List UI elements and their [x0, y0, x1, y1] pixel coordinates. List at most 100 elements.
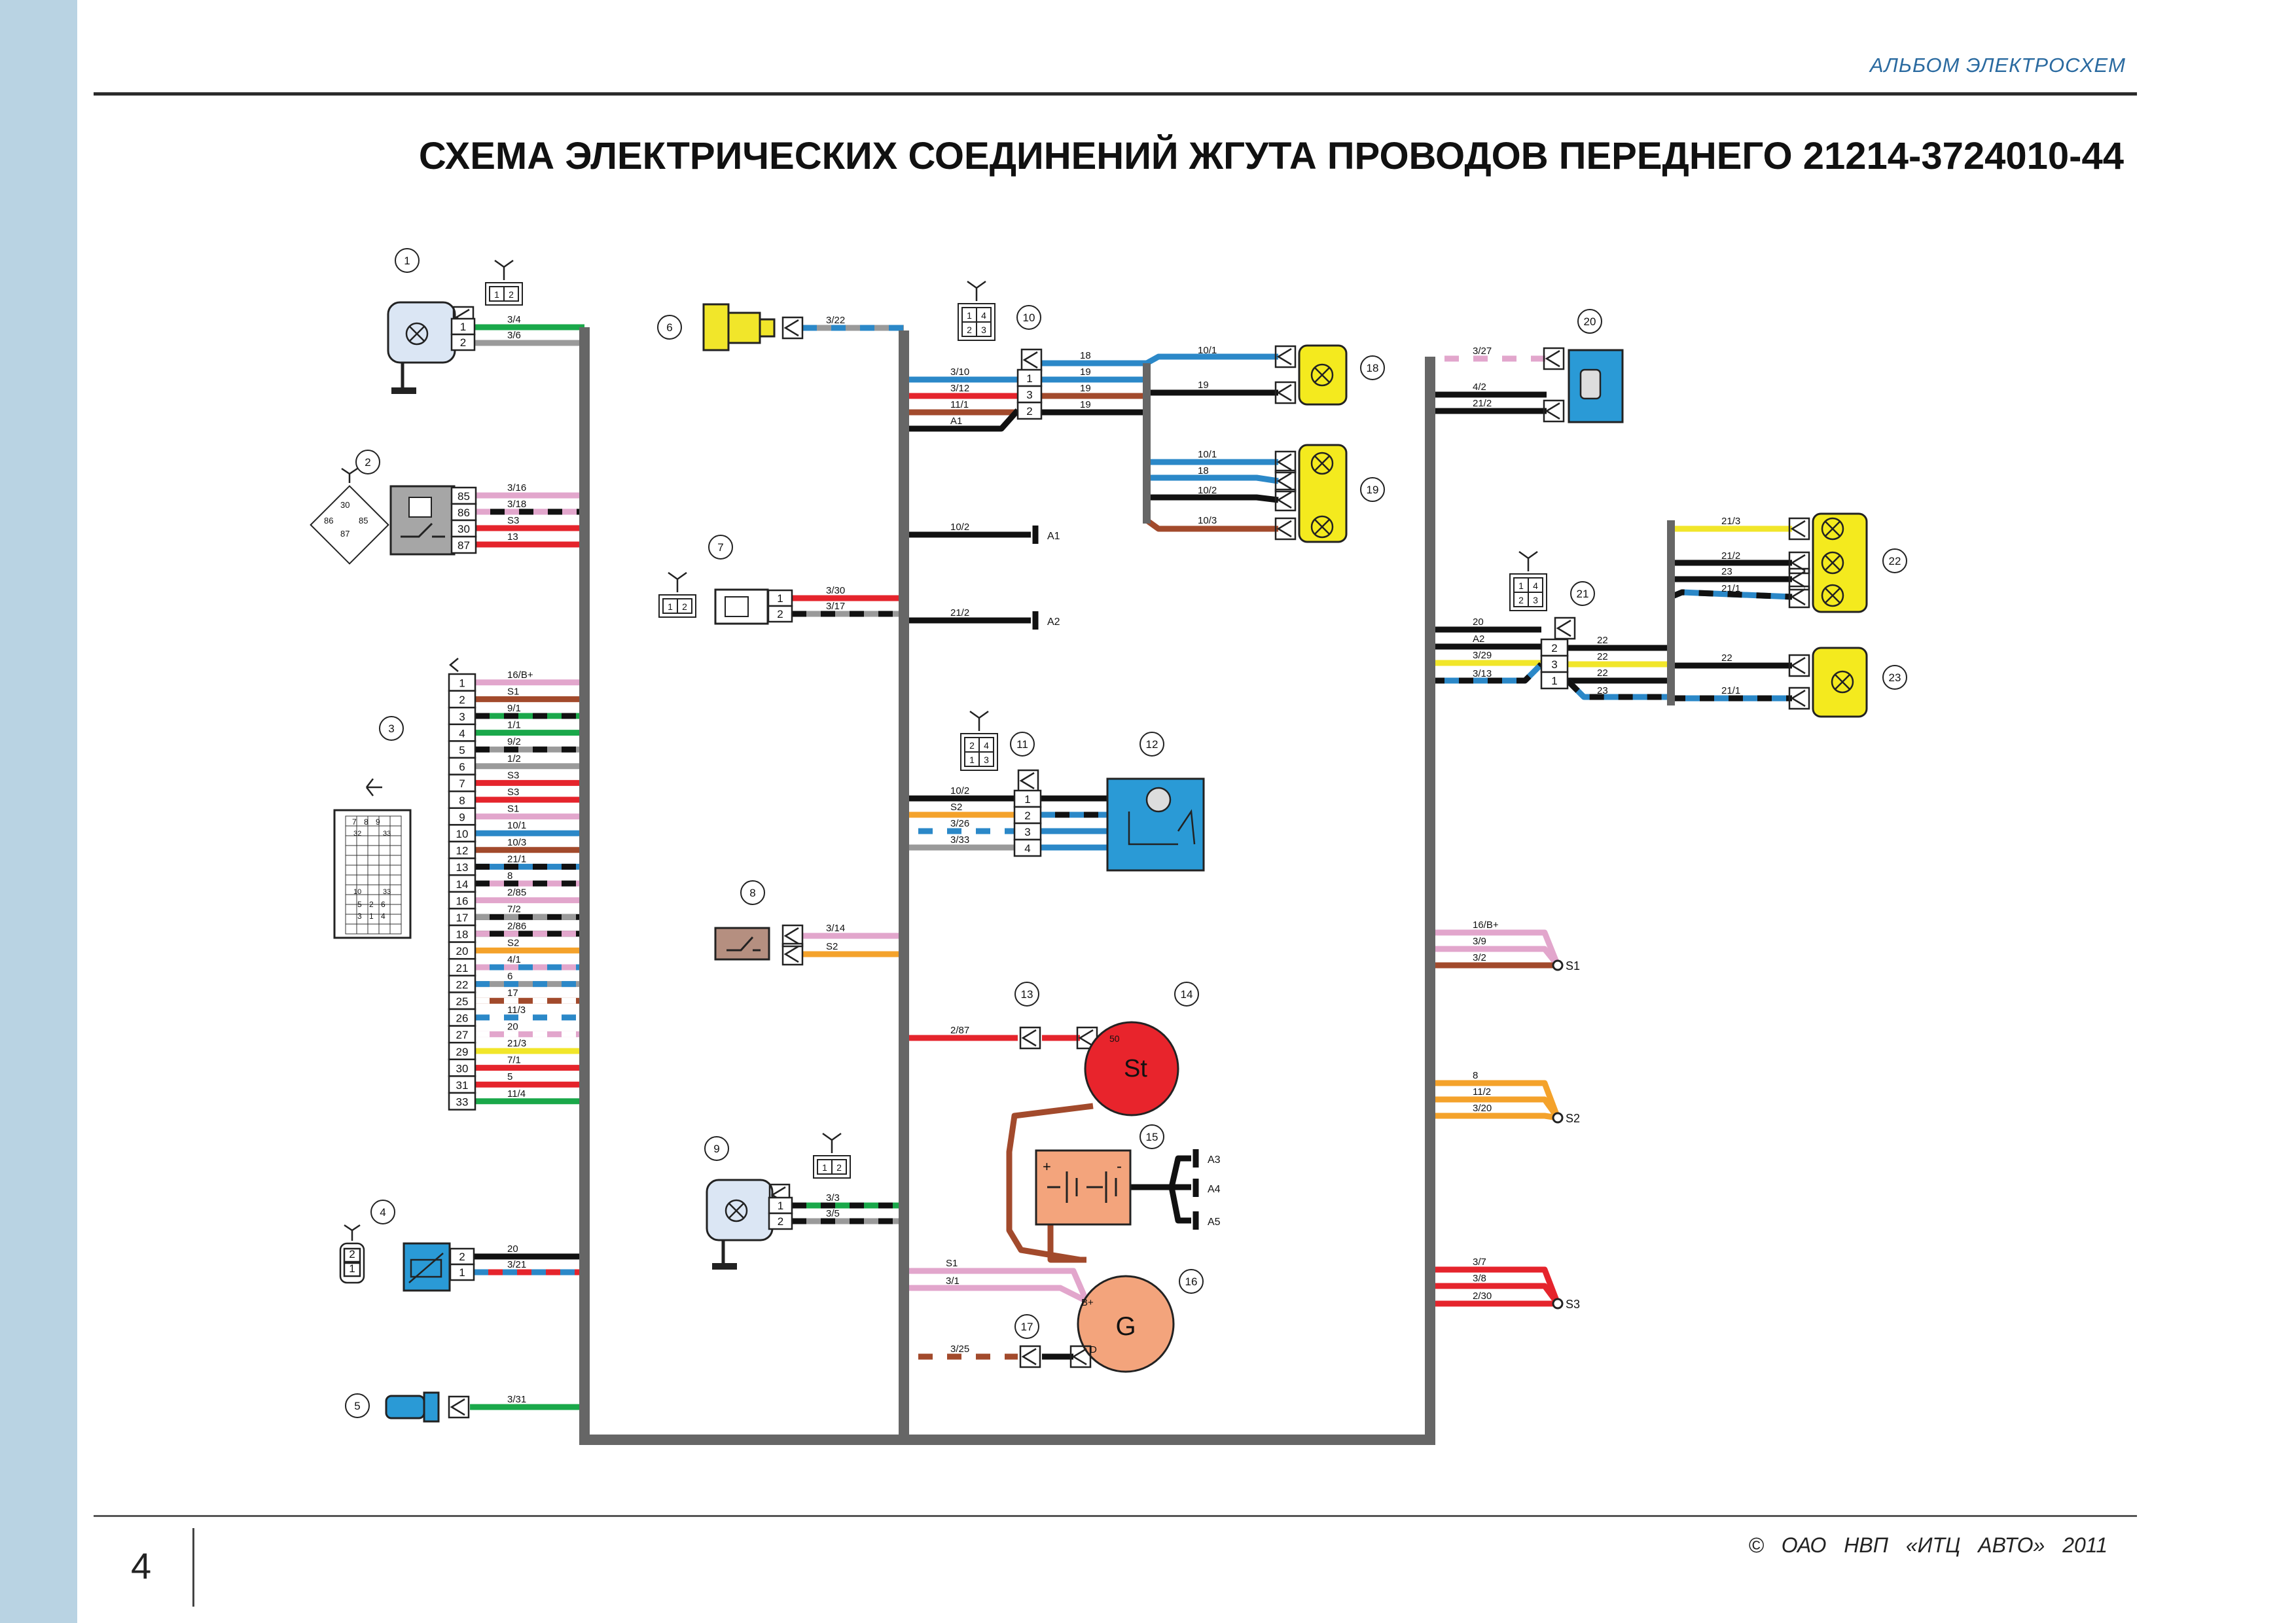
pin-10-2	[1016, 401, 1043, 420]
connector-icon-11-pin: 4	[984, 740, 989, 751]
connector-icon-9-cell	[831, 1159, 847, 1175]
lamp-22-bulb-a-icon	[1821, 517, 1844, 541]
footer-rule	[94, 1515, 2137, 1517]
wire-19-c-label: 10/2	[1198, 485, 1217, 496]
pin-11-1	[1013, 789, 1042, 808]
relay-icon-pin: 85	[359, 516, 368, 526]
connector-icon-4-pin-2-text: 2	[349, 1248, 355, 1260]
connector-icon-4-pin-1-text: 1	[349, 1262, 355, 1275]
connector-icon-7-pin: 2	[682, 601, 687, 612]
wire-10-l1-label: 3/10	[950, 366, 969, 378]
pin-7-2	[767, 605, 793, 623]
lamp-22-bulb-c-icon-x	[1825, 588, 1840, 603]
lamp-19-body	[1298, 444, 1348, 543]
wire-3-17-label: 7/2	[507, 904, 521, 915]
plug-19a	[1276, 453, 1292, 471]
sensor-6-neck	[727, 312, 761, 344]
wire-21-r3-label: 22	[1597, 668, 1608, 679]
ecu-icon-pin: 7	[352, 817, 357, 827]
component-number-14	[1174, 982, 1199, 1007]
plug-18b	[1276, 383, 1292, 402]
wire-3-29-label: 21/3	[507, 1038, 526, 1049]
connector-icon-1-pin: 2	[509, 289, 514, 300]
component-number-21-text: 21	[1577, 588, 1589, 600]
pin-3-21-text: 21	[456, 962, 469, 974]
pin-3-27	[448, 1025, 476, 1044]
plug-17-box	[1019, 1345, 1041, 1368]
lamp-19-bulb-b-icon-x	[1314, 519, 1330, 535]
wire-22-d-label: 21/1	[1721, 583, 1740, 594]
component-number-2-text: 2	[365, 456, 370, 469]
component-number-13-text: 13	[1021, 988, 1033, 1001]
component-number-22-text: 22	[1889, 555, 1901, 567]
splice-S2-w1-label: 11/2	[1473, 1086, 1491, 1097]
page-title: СХЕМА ЭЛЕКТРИЧЕСКИХ СОЕДИНЕНИЙ ЖГУТА ПРО…	[418, 135, 2124, 177]
pin-2-30-text: 30	[457, 523, 470, 535]
pin-3-18-text: 18	[456, 929, 469, 941]
splice-S3-w0	[1430, 1266, 1561, 1305]
lamp-19-bulb-a-icon	[1310, 452, 1334, 475]
wire-3-31-label: 5	[507, 1071, 512, 1082]
sensor-4-thermistor	[410, 1258, 442, 1278]
connector-icon-7-pin: 1	[668, 601, 673, 612]
connector-icon-21-pin: 1	[1518, 580, 1524, 591]
splice-S1-w0-label: 16/B+	[1473, 919, 1499, 931]
wire-10-l2-label: 3/12	[950, 383, 969, 394]
component-number-16-text: 16	[1185, 1275, 1198, 1288]
plug-13	[1021, 1029, 1037, 1047]
component-number-10	[1016, 305, 1041, 330]
splice-S3-w0-label: 3/7	[1473, 1257, 1486, 1268]
starter-14	[1084, 1021, 1179, 1116]
pin-3-16-text: 16	[456, 895, 469, 907]
sensor-7-inner	[725, 596, 749, 617]
ground-A3-label: A3	[1208, 1154, 1221, 1166]
component-number-9	[704, 1136, 729, 1161]
plug-22-2	[1790, 570, 1806, 588]
plug-23a-box	[1788, 654, 1810, 677]
wire-battery-b	[1047, 1224, 1086, 1263]
wire-19-a-label: 10/1	[1198, 449, 1217, 460]
ecu-icon-cell	[389, 884, 402, 895]
components-layer	[310, 248, 1907, 1423]
splice-S1-w1-label: 3/9	[1473, 936, 1486, 947]
ecu-icon-cell	[389, 855, 402, 866]
pin-4-1-text: 1	[459, 1266, 465, 1279]
component-number-7	[708, 535, 733, 560]
sensor-5-body	[385, 1395, 425, 1419]
wire-21-l4-label: 3/13	[1473, 668, 1492, 679]
ecu-icon-cell	[345, 874, 357, 885]
pin-9-2-text: 2	[778, 1215, 783, 1228]
pin-3-3-text: 3	[459, 711, 465, 723]
pin-3-7-text: 7	[459, 777, 465, 790]
pin-10-1	[1016, 368, 1043, 387]
wire-21-r4-label: 23	[1597, 685, 1608, 696]
pin-1-2-text: 2	[460, 336, 466, 349]
component-number-15	[1139, 1124, 1164, 1149]
ecu-icon-pin: 9	[376, 817, 380, 827]
sensor-1-lamp-icon	[405, 322, 429, 346]
pin-3-27-text: 27	[456, 1029, 469, 1041]
pin-4-1	[449, 1263, 475, 1281]
plug-16	[1071, 1347, 1087, 1366]
ecu-icon-cell	[345, 855, 357, 866]
plug-19d-box	[1274, 517, 1297, 541]
connector-icon-7-key-icon	[668, 571, 687, 592]
wire-7-a-label: 3/30	[826, 585, 845, 596]
wire-starter-gen	[1006, 1103, 1094, 1263]
wire-18-a-label: 10/1	[1198, 345, 1217, 356]
ecu-icon-cell	[378, 865, 391, 876]
connector-icon-1-pin: 1	[494, 289, 499, 300]
splice-S1-label: S1	[1566, 959, 1580, 972]
plug-6-box	[781, 316, 804, 340]
component-number-10-text: 10	[1023, 312, 1035, 324]
plug-20b	[1545, 402, 1560, 420]
splice-S3	[1552, 1298, 1564, 1310]
wire-16-a	[904, 1268, 1090, 1302]
pin-4-2	[449, 1247, 475, 1266]
generator-16-pin-d: D	[1090, 1344, 1097, 1355]
lamp-22-bulb-b-icon	[1821, 551, 1844, 575]
ground-A4-label: A4	[1208, 1184, 1221, 1195]
wire-21-l4-stripe	[1430, 662, 1544, 684]
component-number-4-text: 4	[380, 1206, 386, 1219]
wire-10-l3-label: 11/1	[950, 399, 969, 410]
